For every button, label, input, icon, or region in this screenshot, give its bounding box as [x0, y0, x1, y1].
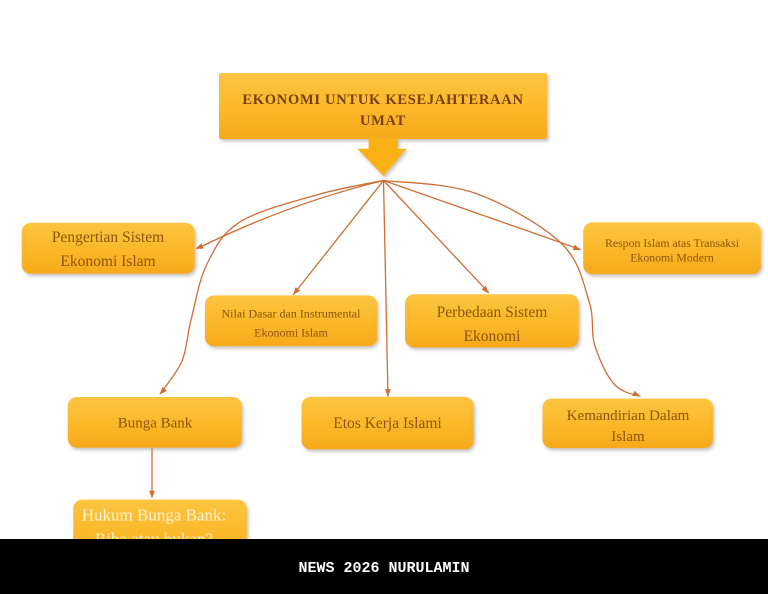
svg-text:Kemandirian Dalam: Kemandirian Dalam: [567, 408, 690, 424]
svg-text:Perbedaan Sistem: Perbedaan Sistem: [437, 304, 548, 321]
svg-text:Ekonomi Islam: Ekonomi Islam: [60, 253, 155, 270]
svg-text:Etos Kerja Islami: Etos Kerja Islami: [333, 415, 442, 432]
svg-text:NEWS 2026 NURULAMIN: NEWS 2026 NURULAMIN: [298, 560, 469, 577]
svg-text:Ekonomi Islam: Ekonomi Islam: [254, 326, 328, 340]
svg-text:Ekonomi Modern: Ekonomi Modern: [630, 251, 714, 265]
svg-text:Nilai Dasar dan Instrumental: Nilai Dasar dan Instrumental: [222, 307, 362, 321]
svg-text:Islam: Islam: [611, 429, 645, 445]
svg-text:UMAT: UMAT: [360, 113, 406, 129]
svg-text:Respon Islam atas Transaksi: Respon Islam atas Transaksi: [605, 236, 740, 250]
svg-text:Bunga Bank: Bunga Bank: [118, 416, 193, 432]
svg-text:Ekonomi: Ekonomi: [464, 328, 522, 345]
svg-text:Pengertian Sistem: Pengertian Sistem: [52, 229, 164, 246]
svg-text:Hukum Bunga Bank:: Hukum Bunga Bank:: [82, 506, 227, 525]
svg-text:EKONOMI UNTUK KESEJAHTERAAN: EKONOMI UNTUK KESEJAHTERAAN: [242, 92, 523, 108]
